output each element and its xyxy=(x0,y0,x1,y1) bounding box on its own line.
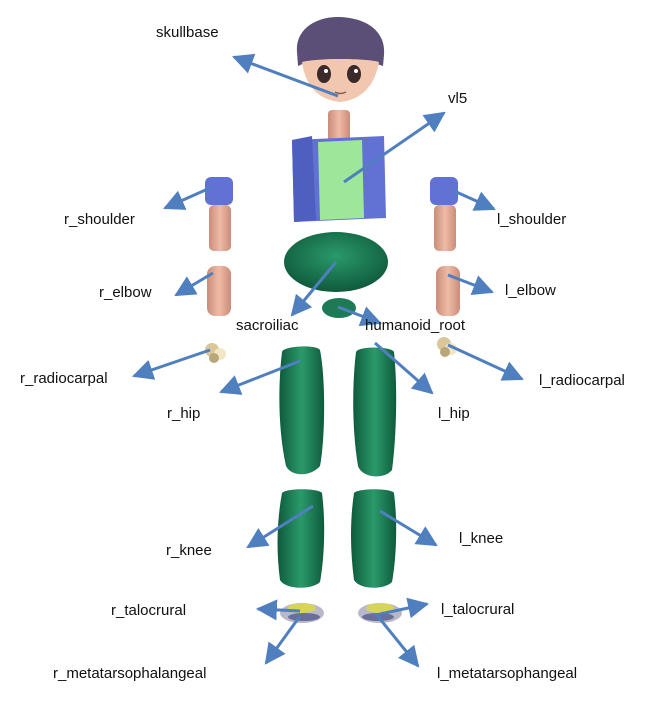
label-l-elbow: l_elbow xyxy=(505,282,556,299)
r-knee-arrow xyxy=(246,504,314,549)
right-eye xyxy=(347,65,361,83)
label-l-radiocarpal: l_radiocarpal xyxy=(539,372,625,389)
label-l-shoulder: l_shoulder xyxy=(497,211,566,228)
r-hip-arrow xyxy=(219,359,301,395)
humanoid-root-arrow xyxy=(337,305,382,327)
l-talocrural-arrow xyxy=(379,597,430,619)
l-metatarsophangeal-arrow xyxy=(374,613,420,668)
right-arm-parts xyxy=(205,177,233,363)
r-shoulder-part xyxy=(205,177,233,205)
label-l-knee: l_knee xyxy=(459,530,503,547)
l-radiocarpal-arrow xyxy=(447,343,524,381)
joint-labels: skullbase vl5 r_shoulder l_shoulder r_el… xyxy=(20,24,625,682)
joint-arrows xyxy=(132,53,524,668)
r-thigh-part xyxy=(279,346,325,475)
r-hand-part xyxy=(205,343,226,363)
label-sacroiliac: sacroiliac xyxy=(236,317,299,334)
l-shin-part xyxy=(351,489,397,588)
r-talocrural-arrow xyxy=(255,599,301,621)
label-r-elbow: r_elbow xyxy=(99,284,152,301)
label-r-metatarsophalangeal: r_metatarsophalangeal xyxy=(53,665,206,682)
l-knee-arrow xyxy=(379,509,438,547)
l-thigh-part xyxy=(353,347,397,477)
label-r-knee: r_knee xyxy=(166,542,212,559)
l-shoulder-part xyxy=(430,177,458,205)
label-r-shoulder: r_shoulder xyxy=(64,211,135,228)
label-l-hip: l_hip xyxy=(438,405,470,422)
label-vl5: vl5 xyxy=(448,90,467,107)
shirt xyxy=(318,140,364,220)
r-forearm-part xyxy=(207,266,231,316)
r-radiocarpal-arrow xyxy=(132,348,211,380)
label-skullbase: skullbase xyxy=(156,24,219,41)
left-eye xyxy=(317,65,331,83)
r-elbow-arrow xyxy=(174,271,214,297)
skullbase-arrow xyxy=(232,53,339,98)
l-hip-arrow xyxy=(374,341,434,395)
vl5-arrow xyxy=(343,111,446,184)
label-l-talocrural: l_talocrural xyxy=(441,601,514,618)
l-shoulder-arrow xyxy=(451,188,496,211)
l-upperarm-part xyxy=(434,205,456,251)
face xyxy=(302,59,379,102)
r-shin-part xyxy=(277,489,325,588)
label-r-talocrural: r_talocrural xyxy=(111,602,186,619)
hair xyxy=(296,16,385,66)
r-metatarsophalangeal-arrow xyxy=(264,615,302,665)
r-shoulder-arrow xyxy=(163,186,211,210)
label-r-radiocarpal: r_radiocarpal xyxy=(20,370,108,387)
r-upperarm-part xyxy=(209,205,231,251)
head-part xyxy=(296,16,385,102)
mouth xyxy=(334,91,347,95)
r-foot-part xyxy=(280,603,324,623)
sacroiliac-arrow xyxy=(290,261,338,317)
l-elbow-arrow xyxy=(447,273,494,295)
torso-part xyxy=(292,136,386,222)
label-l-metatarsophangeal: l_metatarsophangeal xyxy=(437,665,577,682)
label-humanoid-root: humanoid_root xyxy=(365,317,466,334)
l-forearm-part xyxy=(436,266,460,316)
neck-part xyxy=(328,110,350,142)
label-r-hip: r_hip xyxy=(167,405,200,422)
